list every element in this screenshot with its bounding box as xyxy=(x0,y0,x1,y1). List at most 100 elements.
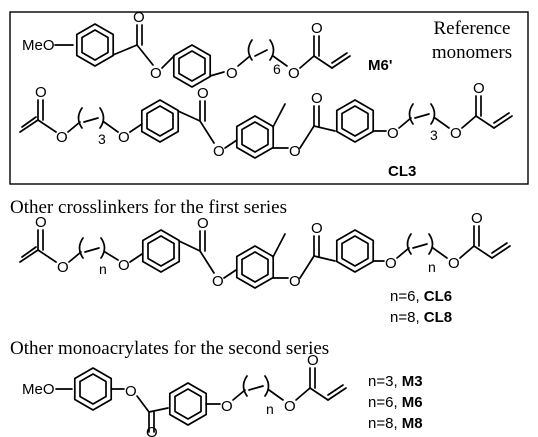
benzene-ring xyxy=(75,23,115,67)
molecule-cl3: O O 3 O O O O O xyxy=(19,80,513,180)
reference-monomers-box xyxy=(9,11,529,185)
vinyl-bond xyxy=(21,246,37,258)
bond xyxy=(309,387,329,401)
vinyl-bond xyxy=(331,52,348,64)
bond xyxy=(412,243,428,249)
bond xyxy=(67,121,81,133)
acrylate-oxygen: O xyxy=(473,80,485,97)
bond xyxy=(268,389,284,401)
chain-bracket-right xyxy=(99,107,105,129)
variant-m3: n=3, M3 xyxy=(368,373,423,390)
acrylate-oxygen: O xyxy=(288,65,300,82)
variant-m8: n=8, M8 xyxy=(368,415,423,432)
chain-bracket-right xyxy=(430,103,436,125)
vinyl-bond xyxy=(491,242,508,254)
bond xyxy=(313,55,333,69)
chain-subscript: n xyxy=(428,259,436,275)
bond xyxy=(398,117,412,129)
ester-oxygen: O xyxy=(133,9,145,26)
acrylate-oxygen: O xyxy=(284,398,296,415)
vinyl-bond xyxy=(327,387,347,401)
monoacrylates-heading: Other monoacrylates for the second serie… xyxy=(10,338,329,359)
bond xyxy=(83,117,99,123)
bond xyxy=(248,385,264,391)
chain-bracket-left xyxy=(247,39,253,61)
variant-cl8: n=8, CL8 xyxy=(390,309,452,326)
methoxy-label: MeO xyxy=(22,37,55,54)
chain-bracket-left xyxy=(77,107,83,129)
chain-bracket-right xyxy=(100,237,106,259)
ester-oxygen: O xyxy=(146,424,158,437)
bond xyxy=(112,44,138,56)
chain-bracket-left xyxy=(78,237,84,259)
m6prime-label: M6' xyxy=(368,57,392,74)
vinyl-bond xyxy=(491,245,511,259)
bond xyxy=(37,249,57,263)
bond xyxy=(148,407,169,413)
molecule-cln: O O n O O O O O xyxy=(19,210,511,290)
chain-bracket-right xyxy=(264,375,270,397)
ester-oxygen: O xyxy=(289,143,301,160)
ester-oxygen: O xyxy=(311,90,323,107)
methylphenylene-ring xyxy=(235,245,275,289)
acrylate-oxygen: O xyxy=(35,84,47,101)
ester-oxygen: O xyxy=(212,273,224,290)
benzene-ring xyxy=(140,99,180,143)
chain-subscript: 3 xyxy=(98,131,106,147)
acrylate-oxygen: O xyxy=(448,255,460,272)
bond xyxy=(224,139,238,149)
chain-bracket-left xyxy=(242,375,248,397)
bond xyxy=(414,113,430,119)
bond xyxy=(104,251,119,261)
methylphenylene-ring xyxy=(235,115,275,159)
methyl-bond xyxy=(272,103,286,128)
acrylate-oxygen: O xyxy=(35,214,47,231)
bond xyxy=(299,55,315,69)
variant-cl6: n=6, CL6 xyxy=(390,288,452,305)
bond xyxy=(237,55,251,67)
bond xyxy=(129,123,143,133)
vinyl-bond xyxy=(331,55,351,69)
acrylate-oxygen: O xyxy=(57,259,69,276)
ester-oxygen: O xyxy=(311,220,323,237)
ether-oxygen: O xyxy=(118,257,130,274)
ester-oxygen: O xyxy=(197,85,209,102)
bond xyxy=(178,240,201,252)
chain-subscript: n xyxy=(266,401,274,417)
ether-oxygen: O xyxy=(226,65,238,82)
bond xyxy=(37,119,57,133)
vinyl-bond xyxy=(493,115,513,129)
crosslinkers-heading: Other crosslinkers for the first series xyxy=(10,197,287,218)
reference-title-line1: Reference xyxy=(434,18,511,39)
ether-oxygen: O xyxy=(385,255,397,272)
benzene-ring xyxy=(335,99,375,143)
bond xyxy=(199,250,215,274)
molecule-mn: MeO O O O n O O xyxy=(22,352,347,437)
ester-oxygen: O xyxy=(125,383,137,400)
benzene-ring xyxy=(141,229,181,273)
benzene-ring xyxy=(335,229,375,273)
molecule-m6prime: MeO O O O 6 O O M6' xyxy=(22,9,392,88)
ester-oxygen: O xyxy=(289,273,301,290)
acrylate-oxygen: O xyxy=(450,125,462,142)
vinyl-bond xyxy=(327,384,344,396)
acrylate-oxygen: O xyxy=(311,20,323,37)
bond xyxy=(199,120,215,144)
bond xyxy=(313,125,336,132)
bond xyxy=(177,110,201,122)
acrylate-oxygen: O xyxy=(307,352,319,369)
bond xyxy=(223,269,237,279)
bond xyxy=(475,115,495,129)
ether-oxygen: O xyxy=(221,398,233,415)
bond xyxy=(299,125,315,149)
chain-bracket-right xyxy=(428,233,434,255)
bond xyxy=(459,245,475,259)
variant-m6: n=6, M6 xyxy=(368,394,423,411)
bond xyxy=(209,71,225,77)
chain-subscript: 6 xyxy=(273,61,281,77)
bond xyxy=(136,44,154,66)
bond xyxy=(313,255,336,262)
methyl-bond xyxy=(272,233,286,258)
vinyl-bond xyxy=(19,249,39,263)
bond xyxy=(129,253,143,263)
